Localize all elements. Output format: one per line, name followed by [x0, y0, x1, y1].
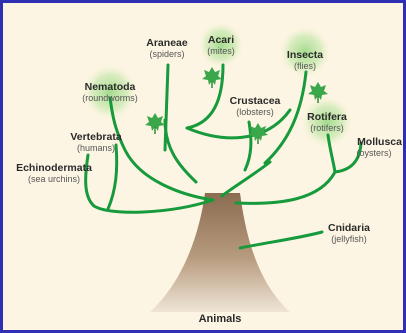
- root-label: Animals: [199, 313, 242, 325]
- nematoda-label: Nematoda: [85, 81, 136, 93]
- araneae-common-name: (spiders): [149, 49, 184, 59]
- mollusca-label: Mollusca: [357, 136, 402, 148]
- insecta-label: Insecta: [287, 49, 323, 61]
- acari-common-name: (mites): [207, 46, 235, 56]
- branch-crustacea: [245, 122, 251, 170]
- cnidaria-common-name: (jellyfish): [331, 234, 367, 244]
- leaf-icon: [202, 67, 222, 88]
- insecta-common-name: (flies): [294, 61, 316, 71]
- crustacea-common-name: (lobsters): [236, 107, 274, 117]
- crustacea-label: Crustacea: [230, 95, 281, 107]
- branch-cnidaria: [240, 232, 322, 248]
- phylogenetic-tree: Araneae (spiders) Acari (mites) Insecta …: [3, 3, 403, 330]
- branch-vertebrata: [108, 145, 117, 209]
- vertebrata-common-name: (humans): [77, 143, 115, 153]
- nematoda-common-name: (roundworms): [82, 93, 138, 103]
- acari-label: Acari: [208, 34, 234, 46]
- rotifera-common-name: (rotifers): [310, 123, 344, 133]
- vertebrata-label: Vertebrata: [70, 131, 122, 143]
- echinodermata-label: Echinodermata: [16, 162, 92, 174]
- branch-echinodermata: [86, 155, 213, 212]
- cnidaria-label: Cnidaria: [328, 222, 370, 234]
- echinodermata-common-name: (sea urchins): [28, 174, 80, 184]
- mollusca-common-name: (oysters): [356, 148, 391, 158]
- leaf-icon: [145, 113, 165, 134]
- araneae-label: Araneae: [146, 37, 188, 49]
- rotifera-label: Rotifera: [307, 111, 347, 123]
